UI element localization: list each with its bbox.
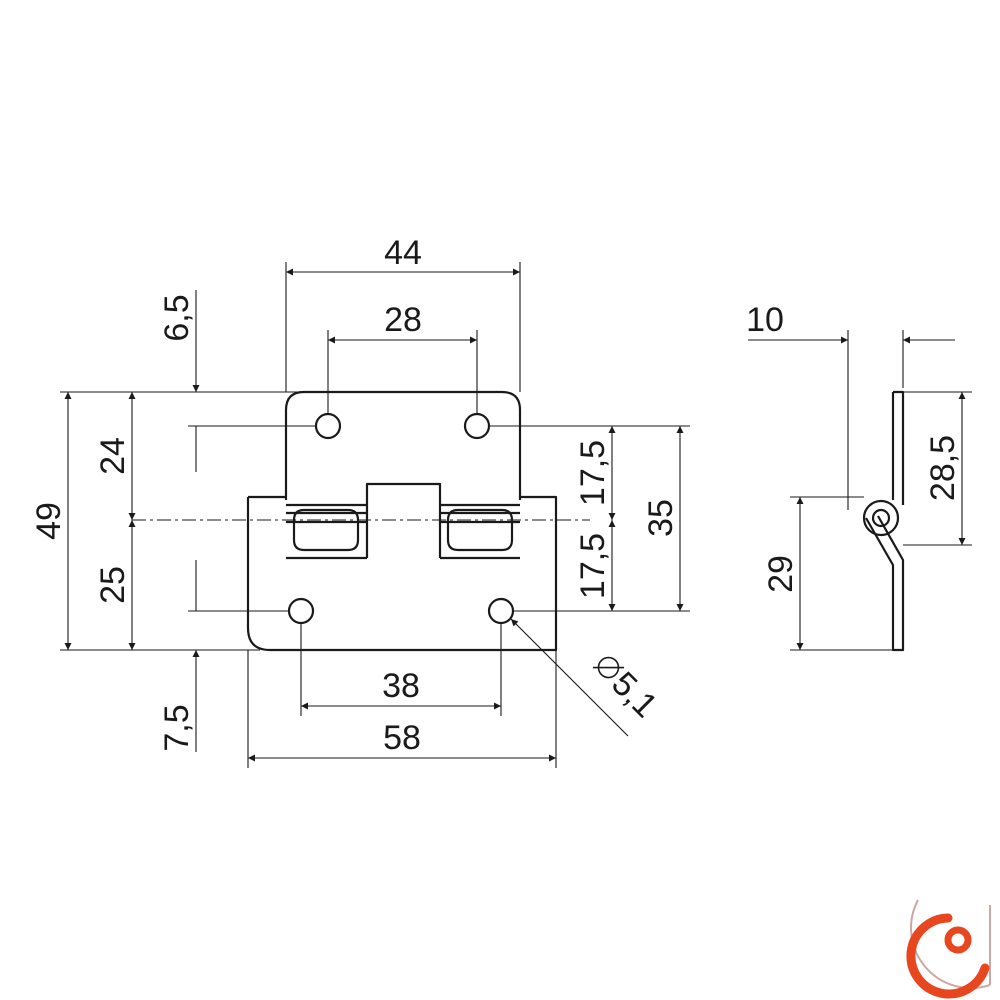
dimension-labels: 44 28 38 58 49 24 25 6,5 7,5 17,5 17,5 3… bbox=[30, 234, 680, 757]
hole-top-right bbox=[463, 412, 491, 440]
label-10: 10 bbox=[746, 301, 784, 339]
diameter-symbol-slash bbox=[592, 666, 625, 669]
side-lower-leaf bbox=[865, 515, 905, 652]
extension-lines bbox=[60, 262, 690, 768]
label-25: 25 bbox=[94, 566, 132, 604]
logo-inner-circle-icon bbox=[944, 926, 972, 954]
lower-leaf-outline bbox=[246, 495, 558, 652]
side-knuckle-outer bbox=[862, 499, 900, 537]
brand-logo bbox=[906, 899, 991, 999]
dim-line-diameter bbox=[510, 618, 629, 737]
diameter-symbol bbox=[597, 656, 620, 679]
side-upper-leaf bbox=[891, 390, 905, 505]
left-knuckle bbox=[286, 503, 367, 560]
upper-leaf-outline bbox=[284, 390, 522, 500]
label-49: 49 bbox=[30, 502, 68, 540]
label-35: 35 bbox=[642, 499, 680, 537]
label-5-1: 5,1 bbox=[604, 665, 664, 725]
label-24: 24 bbox=[94, 437, 132, 475]
side-dimension-lines bbox=[748, 336, 966, 650]
label-6-5: 6,5 bbox=[158, 294, 196, 341]
label-58: 58 bbox=[383, 719, 421, 757]
label-17-5-upper: 17,5 bbox=[574, 440, 612, 506]
left-knuckle-groove bbox=[292, 508, 360, 552]
logo-arc-icon bbox=[906, 913, 990, 999]
dimension-lines bbox=[64, 268, 684, 762]
right-knuckle bbox=[440, 503, 520, 560]
hole-top-left bbox=[314, 412, 342, 440]
hole-bottom-right bbox=[487, 597, 515, 625]
label-17-5-lower: 17,5 bbox=[574, 533, 612, 599]
side-knuckle-pin bbox=[871, 508, 891, 528]
label-38: 38 bbox=[382, 667, 420, 705]
label-28: 28 bbox=[384, 301, 422, 339]
label-diameter: 5,1 bbox=[592, 656, 665, 725]
center-knuckle bbox=[365, 482, 442, 558]
hole-bottom-left bbox=[287, 597, 315, 625]
right-knuckle-groove bbox=[446, 508, 514, 552]
label-29: 29 bbox=[762, 555, 800, 593]
label-28-5: 28,5 bbox=[924, 435, 962, 501]
label-7-5: 7,5 bbox=[158, 704, 196, 751]
label-44: 44 bbox=[384, 234, 422, 272]
side-view: 10 28,5 29 bbox=[746, 301, 972, 652]
